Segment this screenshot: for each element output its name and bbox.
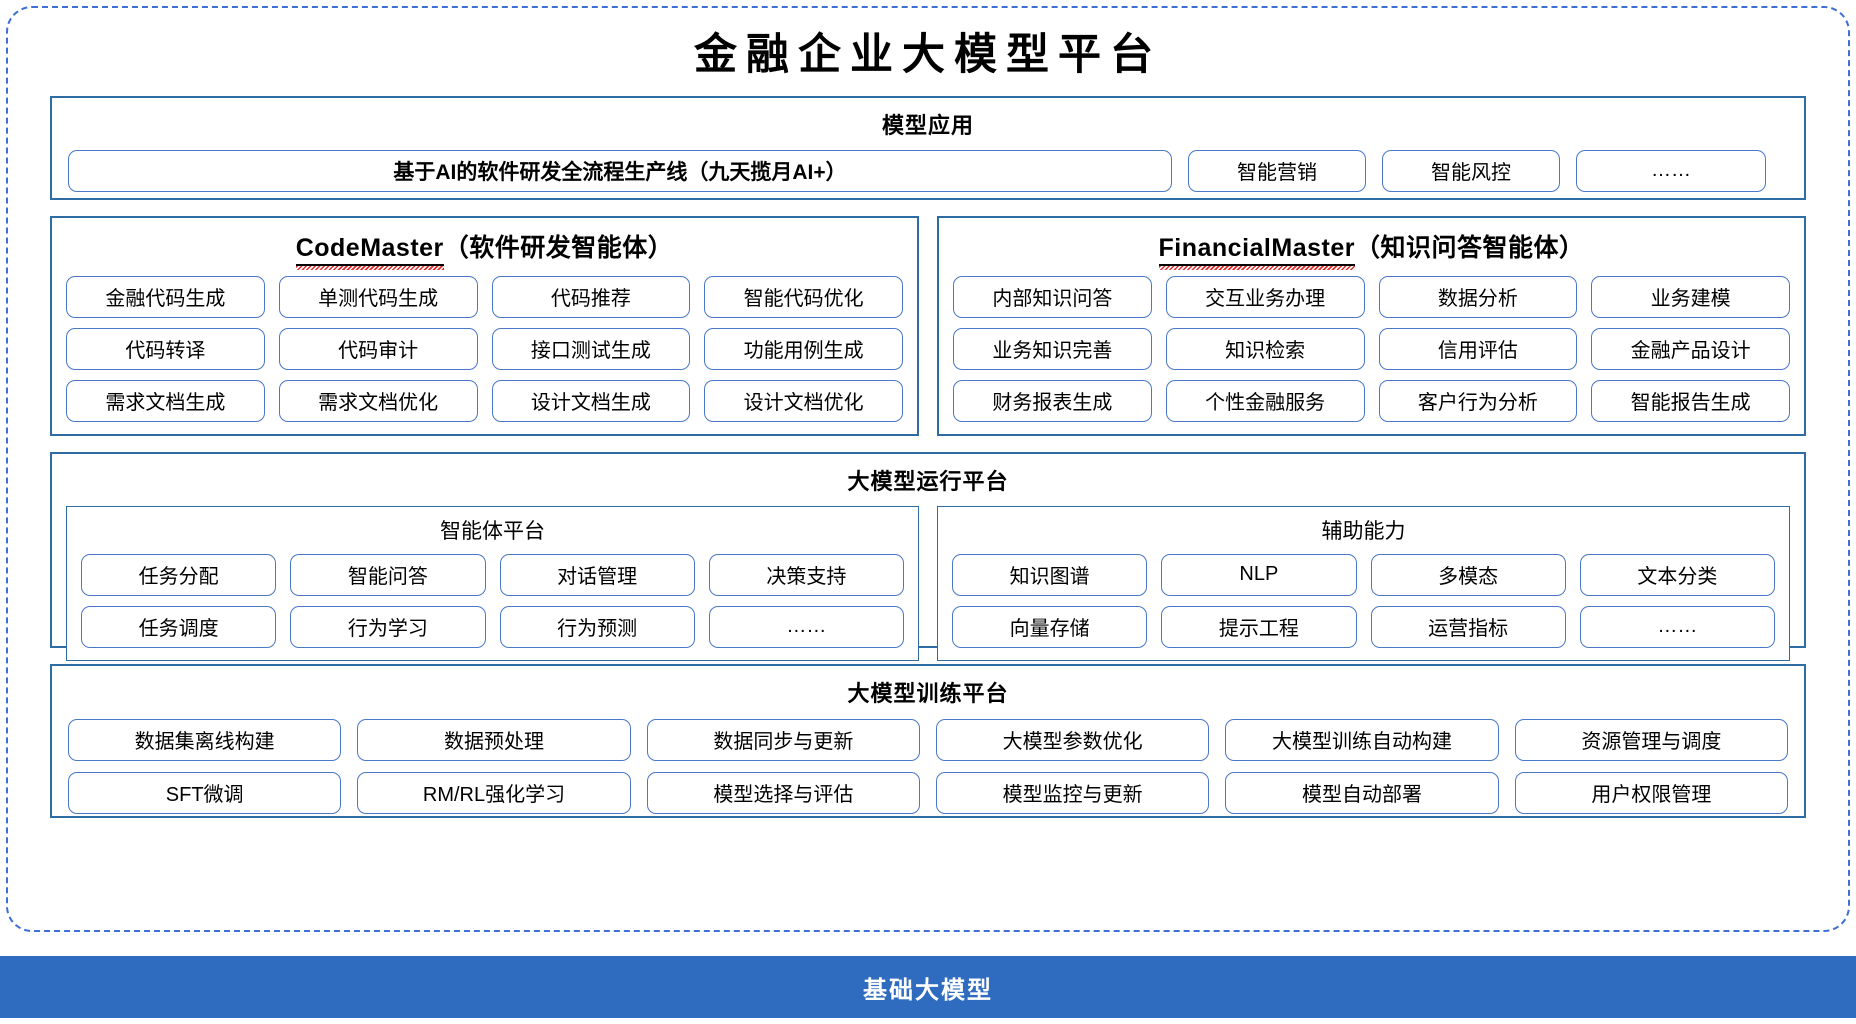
subpanel-auxiliary-capability: 辅助能力 知识图谱 NLP 多模态 文本分类 向量存储 提示工程 运营指标 …… — [937, 505, 1790, 661]
app-pill-marketing[interactable]: 智能营销 — [1188, 149, 1366, 192]
pill-capability[interactable]: 信用评估 — [1378, 327, 1578, 370]
pill-runtime-more[interactable]: …… — [708, 605, 904, 648]
pill-capability[interactable]: 金融产品设计 — [1591, 327, 1790, 370]
pill-capability[interactable]: 智能报告生成 — [1591, 379, 1790, 422]
pill-runtime-feature[interactable]: 行为学习 — [290, 605, 486, 648]
auxiliary-capability-grid: 知识图谱 NLP 多模态 文本分类 向量存储 提示工程 运营指标 …… — [952, 553, 1775, 648]
codemaster-name-en: CodeMaster — [295, 234, 444, 270]
pill-capability[interactable]: 客户行为分析 — [1378, 379, 1578, 422]
pill-capability[interactable]: 设计文档生成 — [491, 379, 691, 422]
pill-training-feature[interactable]: 数据同步与更新 — [646, 718, 920, 761]
pill-capability[interactable]: 需求文档优化 — [278, 379, 478, 422]
pill-capability[interactable]: 财务报表生成 — [953, 379, 1152, 422]
platform-outer-frame: 金融企业大模型平台 模型应用 基于AI的软件研发全流程生产线（九天揽月AI+） … — [6, 6, 1850, 932]
codemaster-name-cn: （软件研发智能体） — [443, 233, 674, 262]
pill-capability[interactable]: 代码审计 — [278, 327, 478, 370]
pill-capability[interactable]: 金融代码生成 — [66, 275, 265, 318]
pill-runtime-feature[interactable]: 向量存储 — [952, 605, 1148, 648]
pill-runtime-feature[interactable]: 任务分配 — [81, 553, 277, 596]
pill-capability[interactable]: 代码转译 — [66, 327, 265, 370]
pill-training-feature[interactable]: 大模型训练自动构建 — [1225, 718, 1499, 761]
pill-runtime-feature[interactable]: 文本分类 — [1579, 553, 1775, 596]
app-pill-more[interactable]: …… — [1576, 149, 1766, 192]
pill-runtime-feature[interactable]: 任务调度 — [81, 605, 277, 648]
pill-training-feature[interactable]: 用户权限管理 — [1514, 771, 1788, 814]
page-title: 金融企业大模型平台 — [694, 32, 1162, 79]
pill-runtime-feature[interactable]: 运营指标 — [1370, 605, 1566, 648]
panel-codemaster: CodeMaster（软件研发智能体） 金融代码生成 单测代码生成 代码推荐 智… — [50, 215, 919, 436]
section-title-model-application: 模型应用 — [881, 112, 974, 138]
pill-capability[interactable]: 个性金融服务 — [1165, 379, 1365, 422]
pill-training-feature[interactable]: 模型自动部署 — [1225, 771, 1499, 814]
agents-row: CodeMaster（软件研发智能体） 金融代码生成 单测代码生成 代码推荐 智… — [50, 215, 1806, 436]
pill-capability[interactable]: 知识检索 — [1165, 327, 1365, 370]
pill-capability[interactable]: 内部知识问答 — [953, 275, 1152, 318]
section-training-platform: 大模型训练平台 数据集离线构建 数据预处理 数据同步与更新 大模型参数优化 大模… — [50, 663, 1806, 818]
pill-runtime-feature[interactable]: 提示工程 — [1161, 605, 1357, 648]
financialmaster-capability-grid: 内部知识问答 交互业务办理 数据分析 业务建模 业务知识完善 知识检索 信用评估… — [953, 275, 1790, 422]
base-model-bar: 基础大模型 — [0, 956, 1856, 1018]
panel-financialmaster: FinancialMaster（知识问答智能体） 内部知识问答 交互业务办理 数… — [937, 215, 1806, 436]
pill-capability[interactable]: 业务知识完善 — [953, 327, 1152, 370]
pill-capability[interactable]: 设计文档优化 — [704, 379, 903, 422]
pill-capability[interactable]: 接口测试生成 — [491, 327, 691, 370]
runtime-subpanels: 智能体平台 任务分配 智能问答 对话管理 决策支持 任务调度 行为学习 行为预测… — [66, 505, 1790, 661]
pill-runtime-feature[interactable]: NLP — [1161, 553, 1357, 596]
pill-capability[interactable]: 交互业务办理 — [1165, 275, 1365, 318]
panel-title-financialmaster: FinancialMaster（知识问答智能体） — [953, 228, 1790, 270]
pill-training-feature[interactable]: 模型选择与评估 — [646, 771, 920, 814]
training-capability-grid: 数据集离线构建 数据预处理 数据同步与更新 大模型参数优化 大模型训练自动构建 … — [68, 718, 1788, 814]
pill-capability[interactable]: 需求文档生成 — [66, 379, 265, 422]
panel-title-codemaster: CodeMaster（软件研发智能体） — [66, 228, 903, 270]
pill-training-feature[interactable]: RM/RL强化学习 — [357, 771, 631, 814]
subpanel-agent-platform: 智能体平台 任务分配 智能问答 对话管理 决策支持 任务调度 行为学习 行为预测… — [66, 505, 919, 661]
pill-runtime-feature[interactable]: 行为预测 — [499, 605, 695, 648]
pill-runtime-more[interactable]: …… — [1579, 605, 1775, 648]
financialmaster-name-en: FinancialMaster — [1158, 234, 1356, 270]
application-row: 基于AI的软件研发全流程生产线（九天揽月AI+） 智能营销 智能风控 …… — [68, 149, 1788, 192]
section-title-training-platform: 大模型训练平台 — [847, 680, 1009, 706]
app-pill-risk-control[interactable]: 智能风控 — [1382, 149, 1560, 192]
pill-runtime-feature[interactable]: 对话管理 — [499, 553, 695, 596]
pill-training-feature[interactable]: 数据集离线构建 — [68, 718, 342, 761]
pill-training-feature[interactable]: 大模型参数优化 — [936, 718, 1210, 761]
pill-runtime-feature[interactable]: 多模态 — [1370, 553, 1566, 596]
pill-training-feature[interactable]: 数据预处理 — [357, 718, 631, 761]
pill-runtime-feature[interactable]: 知识图谱 — [952, 553, 1148, 596]
pill-capability[interactable]: 智能代码优化 — [704, 275, 903, 318]
pill-training-feature[interactable]: 资源管理与调度 — [1514, 718, 1788, 761]
pill-capability[interactable]: 代码推荐 — [491, 275, 691, 318]
agent-platform-grid: 任务分配 智能问答 对话管理 决策支持 任务调度 行为学习 行为预测 …… — [81, 553, 904, 648]
section-title-runtime-platform: 大模型运行平台 — [847, 468, 1009, 494]
pill-capability[interactable]: 单测代码生成 — [278, 275, 478, 318]
section-model-application: 模型应用 基于AI的软件研发全流程生产线（九天揽月AI+） 智能营销 智能风控 … — [50, 95, 1806, 200]
pill-runtime-feature[interactable]: 决策支持 — [708, 553, 904, 596]
base-model-label: 基础大模型 — [863, 976, 993, 1004]
pill-capability[interactable]: 业务建模 — [1591, 275, 1790, 318]
financialmaster-name-cn: （知识问答智能体） — [1354, 233, 1585, 262]
section-runtime-platform: 大模型运行平台 智能体平台 任务分配 智能问答 对话管理 决策支持 任务调度 行… — [50, 451, 1806, 661]
pill-capability[interactable]: 功能用例生成 — [704, 327, 903, 370]
pill-training-feature[interactable]: SFT微调 — [68, 771, 342, 814]
subpanel-title-agent-platform: 智能体平台 — [440, 519, 545, 543]
app-pill-primary[interactable]: 基于AI的软件研发全流程生产线（九天揽月AI+） — [68, 149, 1172, 192]
pill-training-feature[interactable]: 模型监控与更新 — [936, 771, 1210, 814]
codemaster-capability-grid: 金融代码生成 单测代码生成 代码推荐 智能代码优化 代码转译 代码审计 接口测试… — [66, 275, 903, 422]
subpanel-title-auxiliary-capability: 辅助能力 — [1321, 519, 1406, 543]
pill-capability[interactable]: 数据分析 — [1378, 275, 1578, 318]
pill-runtime-feature[interactable]: 智能问答 — [290, 553, 486, 596]
